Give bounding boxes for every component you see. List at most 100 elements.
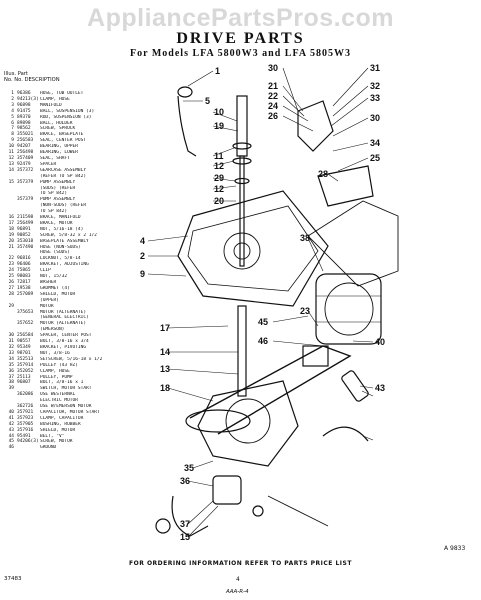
parts-cell-no: 34: [8, 356, 14, 362]
callout-label: 24: [268, 101, 278, 111]
callout-labels: 1510191112291220429171413183536371530212…: [140, 63, 385, 542]
parts-cell-part: 257089: [17, 291, 34, 297]
document-code: 37483: [4, 576, 22, 582]
parts-list-row: (GENERAL ELECTRIC): [4, 315, 122, 321]
parts-cell-no: 33: [8, 350, 14, 356]
parts-cell-no: 39: [8, 386, 14, 392]
parts-cell-no: 20: [8, 238, 14, 244]
parts-cell-desc: BUSHING, RUBBER: [40, 421, 81, 427]
parts-list-row: HOSE (SUDS): [4, 250, 122, 256]
callout-label: 22: [268, 91, 278, 101]
parts-cell-desc: SEAL, CENTER POST: [40, 138, 87, 144]
bottom-code: AAA-R-4: [226, 589, 249, 595]
parts-cell-desc: USE WESTERNAL: [40, 392, 76, 398]
callout-label: 15: [180, 532, 190, 542]
parts-list-row: (UPPER): [4, 298, 122, 304]
parts-cell-no: 12: [8, 155, 14, 161]
parts-cell-desc: TO SP 842): [40, 209, 68, 215]
parts-cell-desc: SEAL, SHAFT: [40, 155, 70, 161]
callout-label: 33: [370, 93, 380, 103]
parts-cell-part: 352052: [17, 368, 34, 374]
callout-label: 36: [180, 476, 190, 486]
parts-cell-part: 94213(3): [17, 96, 39, 102]
parts-cell-desc: CLAMP, CAPACITOR: [40, 415, 84, 421]
page-title: DRIVE PARTS: [176, 30, 305, 47]
parts-cell-desc: MOTOR: [40, 303, 54, 309]
parts-cell-no: 18: [8, 226, 14, 232]
belt-part: [189, 345, 352, 435]
parts-cell-part: [17, 445, 37, 451]
callout-label: 23: [300, 306, 310, 316]
parts-cell-no: 31: [8, 339, 14, 345]
parts-cell-part: 96807: [17, 380, 31, 386]
callout-label: 28: [318, 169, 328, 179]
parts-cell-desc: (NON-SUDS) (REFER: [40, 203, 87, 209]
callout-label: 2: [140, 251, 145, 261]
parts-cell-desc: BRACE, BASEPLATE: [40, 132, 84, 138]
callout-label: 17: [160, 323, 170, 333]
parts-cell-no: 30: [8, 333, 14, 339]
parts-cell-desc: CLAMP, HOSE: [40, 368, 70, 374]
parts-cell-desc: BRACE, MOTOR: [40, 220, 73, 226]
callout-label: 46: [258, 336, 268, 346]
parts-cell-desc: TO SP 842): [40, 191, 68, 197]
parts-cell-no: 21: [8, 244, 14, 250]
parts-cell-desc: NUT, 15/32: [40, 274, 68, 280]
parts-cell-desc: BELT, "V": [40, 433, 65, 439]
parts-cell-no: 28: [8, 291, 14, 297]
parts-cell-part: 357905: [17, 421, 34, 427]
parts-cell-no: 29: [8, 303, 14, 309]
parts-cell-part: 19538: [17, 285, 31, 291]
callout-label: 40: [375, 337, 385, 347]
callout-label: 26: [268, 111, 278, 121]
parts-cell-part: 94207: [17, 144, 31, 150]
parts-header-line1: Illus. Part: [4, 71, 28, 77]
callout-label: 19: [214, 121, 224, 131]
parts-cell-no: 26: [8, 280, 14, 285]
callout-label: 9: [140, 269, 145, 279]
parts-cell-desc: SPACER: [40, 161, 57, 167]
ordering-footer: FOR ORDERING INFORMATION REFER TO PARTS …: [129, 560, 352, 567]
parts-cell-part: 256584: [17, 333, 34, 339]
parts-cell-desc: PULLEY (43 HZ): [40, 362, 78, 368]
parts-cell-part: 256498: [17, 150, 34, 156]
parts-list-row: 29 MOTOR: [4, 304, 122, 310]
parts-cell-desc: MANIFOLD: [40, 102, 62, 108]
parts-cell-no: 13: [8, 161, 14, 167]
callout-label: 14: [160, 347, 170, 357]
parts-cell-part: 25113: [17, 374, 31, 380]
page-subtitle: For Models LFA 5800W3 and LFA 5805W3: [129, 48, 351, 59]
parts-cell-part: 95491: [17, 433, 31, 439]
parts-cell-no: 6: [11, 120, 14, 126]
parts-cell-part: 357379: [17, 179, 34, 185]
capacitor-part: [341, 370, 369, 402]
callout-label: 29: [214, 173, 224, 183]
parts-list-row: (EMERSON): [4, 327, 122, 333]
parts-cell-part: 357409: [17, 155, 34, 161]
motor-shield-lower-part: [322, 426, 369, 442]
parts-cell-no: 38: [8, 380, 14, 386]
parts-cell-desc: CLIP: [40, 268, 51, 274]
shaft-part: [239, 155, 245, 267]
drive-parts-exploded-diagram: 1510191112291220429171413183536371530212…: [140, 63, 399, 542]
parts-cell-part: 91475: [17, 108, 31, 114]
parts-cell-no: 1: [11, 91, 14, 96]
callout-label: 45: [258, 317, 268, 327]
parts-cell-no: 43: [8, 427, 14, 433]
parts-cell-desc: (REFER TO SP 842): [40, 173, 87, 179]
